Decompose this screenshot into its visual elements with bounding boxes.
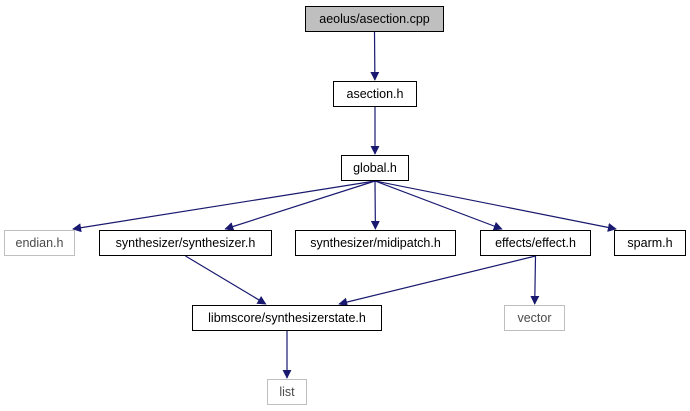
edge-synthesizer_h-to-synthstate_h: [185, 255, 267, 305]
node-list[interactable]: list: [267, 379, 307, 405]
edge-effect_h-to-synthstate_h: [338, 255, 536, 307]
node-vector[interactable]: vector: [504, 305, 565, 331]
node-synthesizer-midipatch-h[interactable]: synthesizer/midipatch.h: [295, 230, 456, 256]
node-aeolus-asection-cpp[interactable]: aeolus/asection.cpp: [305, 6, 444, 32]
edge-global_h-to-effect_h: [374, 180, 503, 231]
edge-global_h-to-sparm_h: [374, 180, 617, 232]
node-synthesizer-synthesizer-h[interactable]: synthesizer/synthesizer.h: [99, 230, 272, 256]
edge-global_h-to-synthesizer_h: [224, 180, 376, 231]
edge-effect_h-to-vector: [530, 255, 540, 305]
node-effects-effect-h[interactable]: effects/effect.h: [480, 230, 591, 256]
node-asection-h[interactable]: asection.h: [333, 81, 417, 107]
node-sparm-h[interactable]: sparm.h: [614, 230, 686, 256]
node-endian-h[interactable]: endian.h: [4, 230, 75, 256]
edge-global_h-to-endian_h: [72, 180, 376, 233]
node-libmscore-synthesizerstate-h[interactable]: libmscore/synthesizerstate.h: [192, 305, 382, 331]
node-global-h[interactable]: global.h: [341, 155, 409, 181]
